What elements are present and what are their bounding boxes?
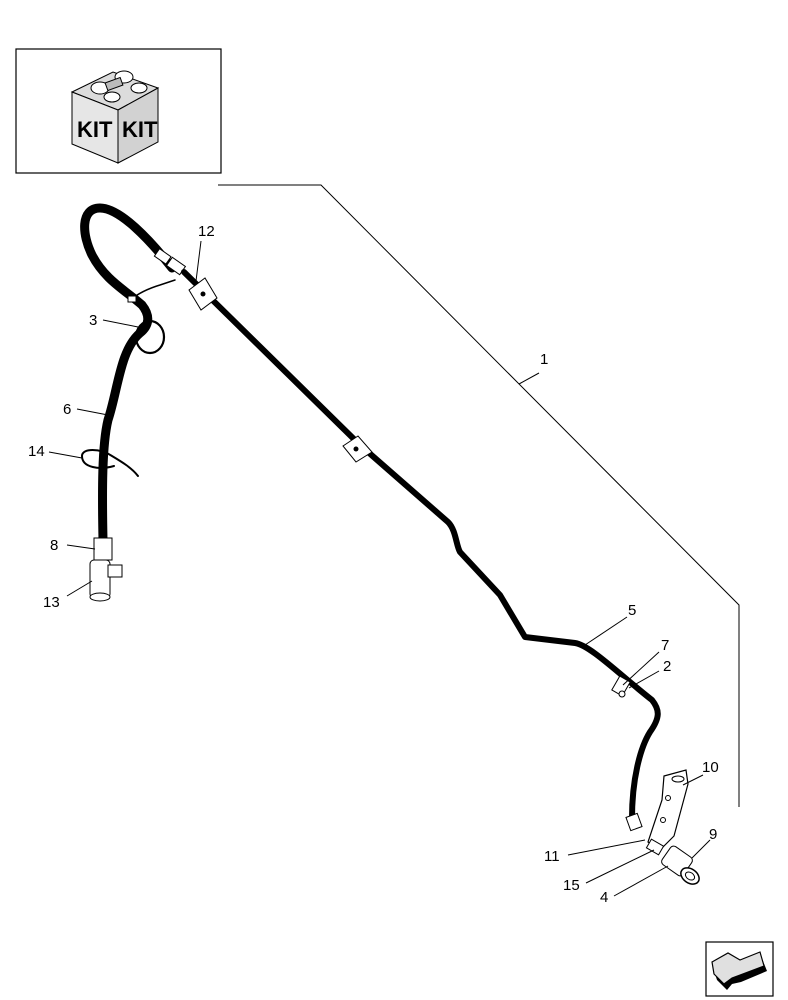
- kit-right-label: KIT: [122, 117, 158, 142]
- fitting-8: [93, 537, 113, 561]
- left-hose-assembly: [80, 203, 187, 602]
- callout-2: 2: [663, 658, 671, 675]
- callout-12: 12: [198, 223, 215, 240]
- callout-4: 4: [600, 889, 608, 906]
- callout-1: 1: [540, 351, 548, 368]
- callout-13: 13: [43, 594, 60, 611]
- next-page-arrow-icon: [711, 951, 767, 990]
- callout-5: 5: [628, 602, 636, 619]
- bracket-10: [647, 769, 689, 851]
- rigid-tube-5: [181, 269, 700, 885]
- kit-box-icon: KIT KIT: [70, 70, 160, 164]
- callout-10: 10: [702, 759, 719, 776]
- callout-11: 11: [544, 848, 560, 865]
- callout-14: 14: [28, 443, 45, 460]
- clamp-3: [134, 319, 166, 355]
- callout-6: 6: [63, 401, 71, 418]
- callout-9: 9: [709, 826, 717, 843]
- callout-3: 3: [89, 312, 97, 329]
- assembly-bracket-line: [218, 184, 740, 807]
- callout-15: 15: [563, 877, 580, 894]
- kit-left-label: KIT: [77, 117, 113, 142]
- callouts: 1 2 3 4 5 6 7 8 9 10 11 12 13 14 15: [28, 223, 719, 906]
- leader-lines: [48, 240, 711, 897]
- next-page-button[interactable]: [705, 941, 774, 997]
- fitting-13: [89, 559, 111, 599]
- callout-8: 8: [50, 537, 58, 554]
- callout-7: 7: [661, 637, 669, 654]
- kit-box: KIT KIT: [15, 48, 222, 174]
- clip-7: [611, 675, 631, 697]
